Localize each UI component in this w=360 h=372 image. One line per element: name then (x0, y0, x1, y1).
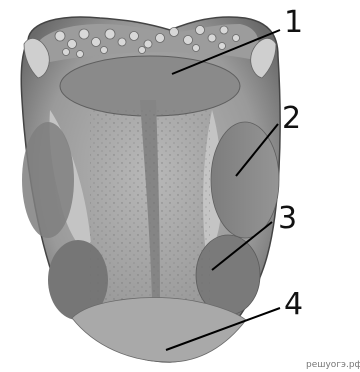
label-1: 1 (284, 5, 303, 40)
watermark: решуогэ.рф (306, 360, 360, 370)
label-3: 3 (278, 201, 297, 236)
label-4: 4 (284, 287, 303, 322)
zone-2-left-side (22, 122, 74, 238)
label-2: 2 (282, 101, 301, 136)
papillae-texture (90, 110, 210, 300)
zone-2-side (211, 122, 279, 238)
